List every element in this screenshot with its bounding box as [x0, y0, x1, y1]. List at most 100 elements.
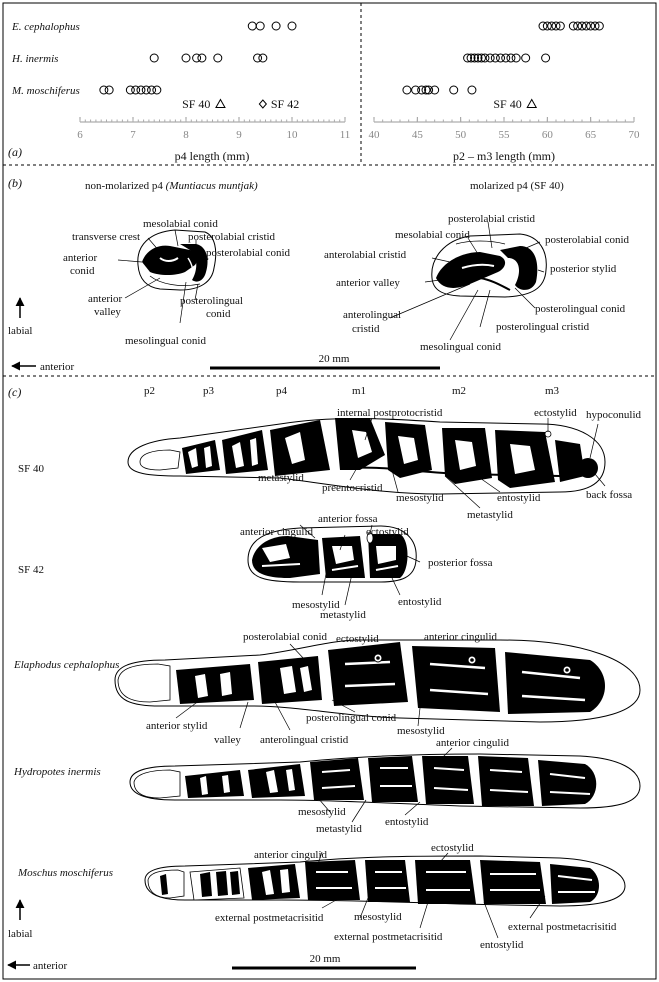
- tooth-label-p2: p2: [144, 385, 155, 397]
- p4-point: [181, 53, 191, 63]
- sf42-label-ectostylid: ectostylid: [366, 526, 409, 538]
- moschus-toothrow-drawing: [144, 855, 626, 907]
- sf42-label-entostylid: entostylid: [398, 596, 442, 608]
- p2m3-tick-label: 45: [412, 129, 424, 141]
- p4-tick-label: 7: [130, 129, 136, 141]
- p2m3-point: [467, 85, 477, 95]
- labial-label-c: labial: [8, 928, 32, 940]
- sf40-label-ectostylid: ectostylid: [534, 407, 577, 419]
- p2m3-point: [473, 53, 483, 63]
- panel-a-label: (a): [8, 145, 22, 159]
- muntiacus-leader-lines: [117, 229, 209, 324]
- sf40-label-mesostylid: mesostylid: [396, 492, 444, 504]
- sf40-label-metastylid-2: metastylid: [467, 509, 513, 521]
- p2m3-tick-label: 50: [455, 129, 467, 141]
- moschus-leader-lines: [317, 851, 546, 939]
- panel-b-label: (b): [8, 176, 22, 190]
- p4-tick-label: 6: [77, 129, 83, 141]
- label-anterolabial-cristid: anterolabial cristid: [324, 249, 407, 261]
- anterior-label-b: anterior: [40, 361, 75, 373]
- elaphodus-label-posterolingual-conid: posterolingual conid: [306, 712, 397, 724]
- label-mesolabial-conid-left: mesolabial conid: [143, 218, 218, 230]
- moschus-label-ectostylid: ectostylid: [431, 842, 474, 854]
- p2m3-point: [470, 53, 480, 63]
- row-label-sf42: SF 42: [18, 564, 44, 576]
- hydropotes-label-anterior-cingulid: anterior cingulid: [436, 737, 510, 749]
- moschus-label-ext-postmetacristid-2: external postmetacrisitid: [334, 931, 443, 943]
- sf42-label-metastylid: metastylid: [320, 609, 366, 621]
- p4-point: [152, 85, 162, 95]
- scale-label-c: 20 mm: [310, 953, 341, 965]
- p4-point: [141, 85, 151, 95]
- moschus-label-ext-postmetacristid-3: external postmetacrisitid: [508, 921, 617, 933]
- p2m3-point: [555, 21, 565, 31]
- p2m3-point: [547, 21, 557, 31]
- p2m3-point: [542, 21, 552, 31]
- label-anterior-conid-1: anterior: [63, 252, 98, 264]
- sf40-label-internal-postprotocristid: internal postprotocristid: [337, 407, 443, 419]
- p4-point: [147, 85, 157, 95]
- elaphodus-toothrow-drawing: [114, 639, 641, 723]
- p2m3-point: [402, 85, 412, 95]
- elaphodus-label-posterolabial-conid: posterolabial conid: [243, 631, 328, 643]
- panel-a: (a) E. cephalophus H. inermis M. moschif…: [8, 21, 640, 163]
- p2m3-point: [417, 85, 427, 95]
- elaphodus-label-mesostylid: mesostylid: [397, 725, 445, 737]
- p2m3-point: [466, 53, 476, 63]
- p2m3-point: [476, 53, 486, 63]
- p4-point: [255, 21, 265, 31]
- label-posterolabial-cristid-right: posterolabial cristid: [448, 213, 536, 225]
- p4-axis-label: p4 length (mm): [175, 149, 250, 163]
- p2m3-specimen-triangle: [526, 98, 538, 108]
- tooth-label-p3: p3: [203, 385, 215, 397]
- hydropotes-leader-lines: [317, 747, 453, 823]
- hydropotes-label-mesostylid: mesostylid: [298, 806, 346, 818]
- p4-specimen-label: SF 42: [271, 97, 299, 111]
- p2m3-tick-label: 55: [499, 129, 511, 141]
- p4-point: [258, 53, 268, 63]
- label-posterolingual-conid-right: posterolingual conid: [535, 303, 626, 315]
- p4-nonmolarized-title: non-molarized p4 (Muntiacus muntjak): [85, 180, 258, 192]
- p2m3-point: [538, 21, 548, 31]
- label-posterolabial-cristid-left: posterolabial cristid: [188, 231, 276, 243]
- p2m3-point: [490, 53, 500, 63]
- label-mesolabial-conid-right: mesolabial conid: [395, 229, 470, 241]
- label-anterolingual-2: cristid: [352, 323, 380, 335]
- p4-tick-label: 9: [236, 129, 242, 141]
- hydropotes-label-entostylid: entostylid: [385, 816, 429, 828]
- tooth-label-m2: m2: [452, 385, 466, 397]
- moschus-label-entostylid: entostylid: [480, 939, 524, 951]
- p4-tick-label: 10: [287, 129, 299, 141]
- p2m3-point: [449, 85, 459, 95]
- tooth-label-m1: m1: [352, 385, 366, 397]
- p2m3-point: [541, 53, 551, 63]
- p2m3-tick-label: 40: [369, 129, 381, 141]
- p4-point: [192, 53, 202, 63]
- row-label-hydropotes: Hydropotes inermis: [13, 766, 101, 778]
- species-label-h: H. inermis: [11, 53, 58, 65]
- hydropotes-toothrow-drawing: [129, 753, 641, 809]
- sf40-label-entostylid: entostylid: [497, 492, 541, 504]
- elaphodus-label-valley: valley: [214, 734, 241, 746]
- elaphodus-label-anterior-cingulid: anterior cingulid: [424, 631, 498, 643]
- p4-point: [271, 21, 281, 31]
- label-posterolingual-cristid-right: posterolingual cristid: [496, 321, 590, 333]
- p4-point: [149, 53, 159, 63]
- p2m3-point: [496, 53, 506, 63]
- p2m3-tick-label: 70: [629, 129, 641, 141]
- tooth-label-m3: m3: [545, 385, 560, 397]
- sf40-label-metastylid-1: metastylid: [258, 472, 304, 484]
- label-mesolingual-conid-right: mesolingual conid: [420, 341, 501, 353]
- panel-b: (b) non-molarized p4 (Muntiacus muntjak)…: [8, 176, 630, 373]
- sf42-label-mesostylid: mesostylid: [292, 599, 340, 611]
- p4-point: [213, 53, 223, 63]
- label-anterior-conid-2: conid: [70, 265, 95, 277]
- label-anterolingual-1: anterolingual: [343, 309, 401, 321]
- moschus-label-anterior-cingulid: anterior cingulid: [254, 849, 328, 861]
